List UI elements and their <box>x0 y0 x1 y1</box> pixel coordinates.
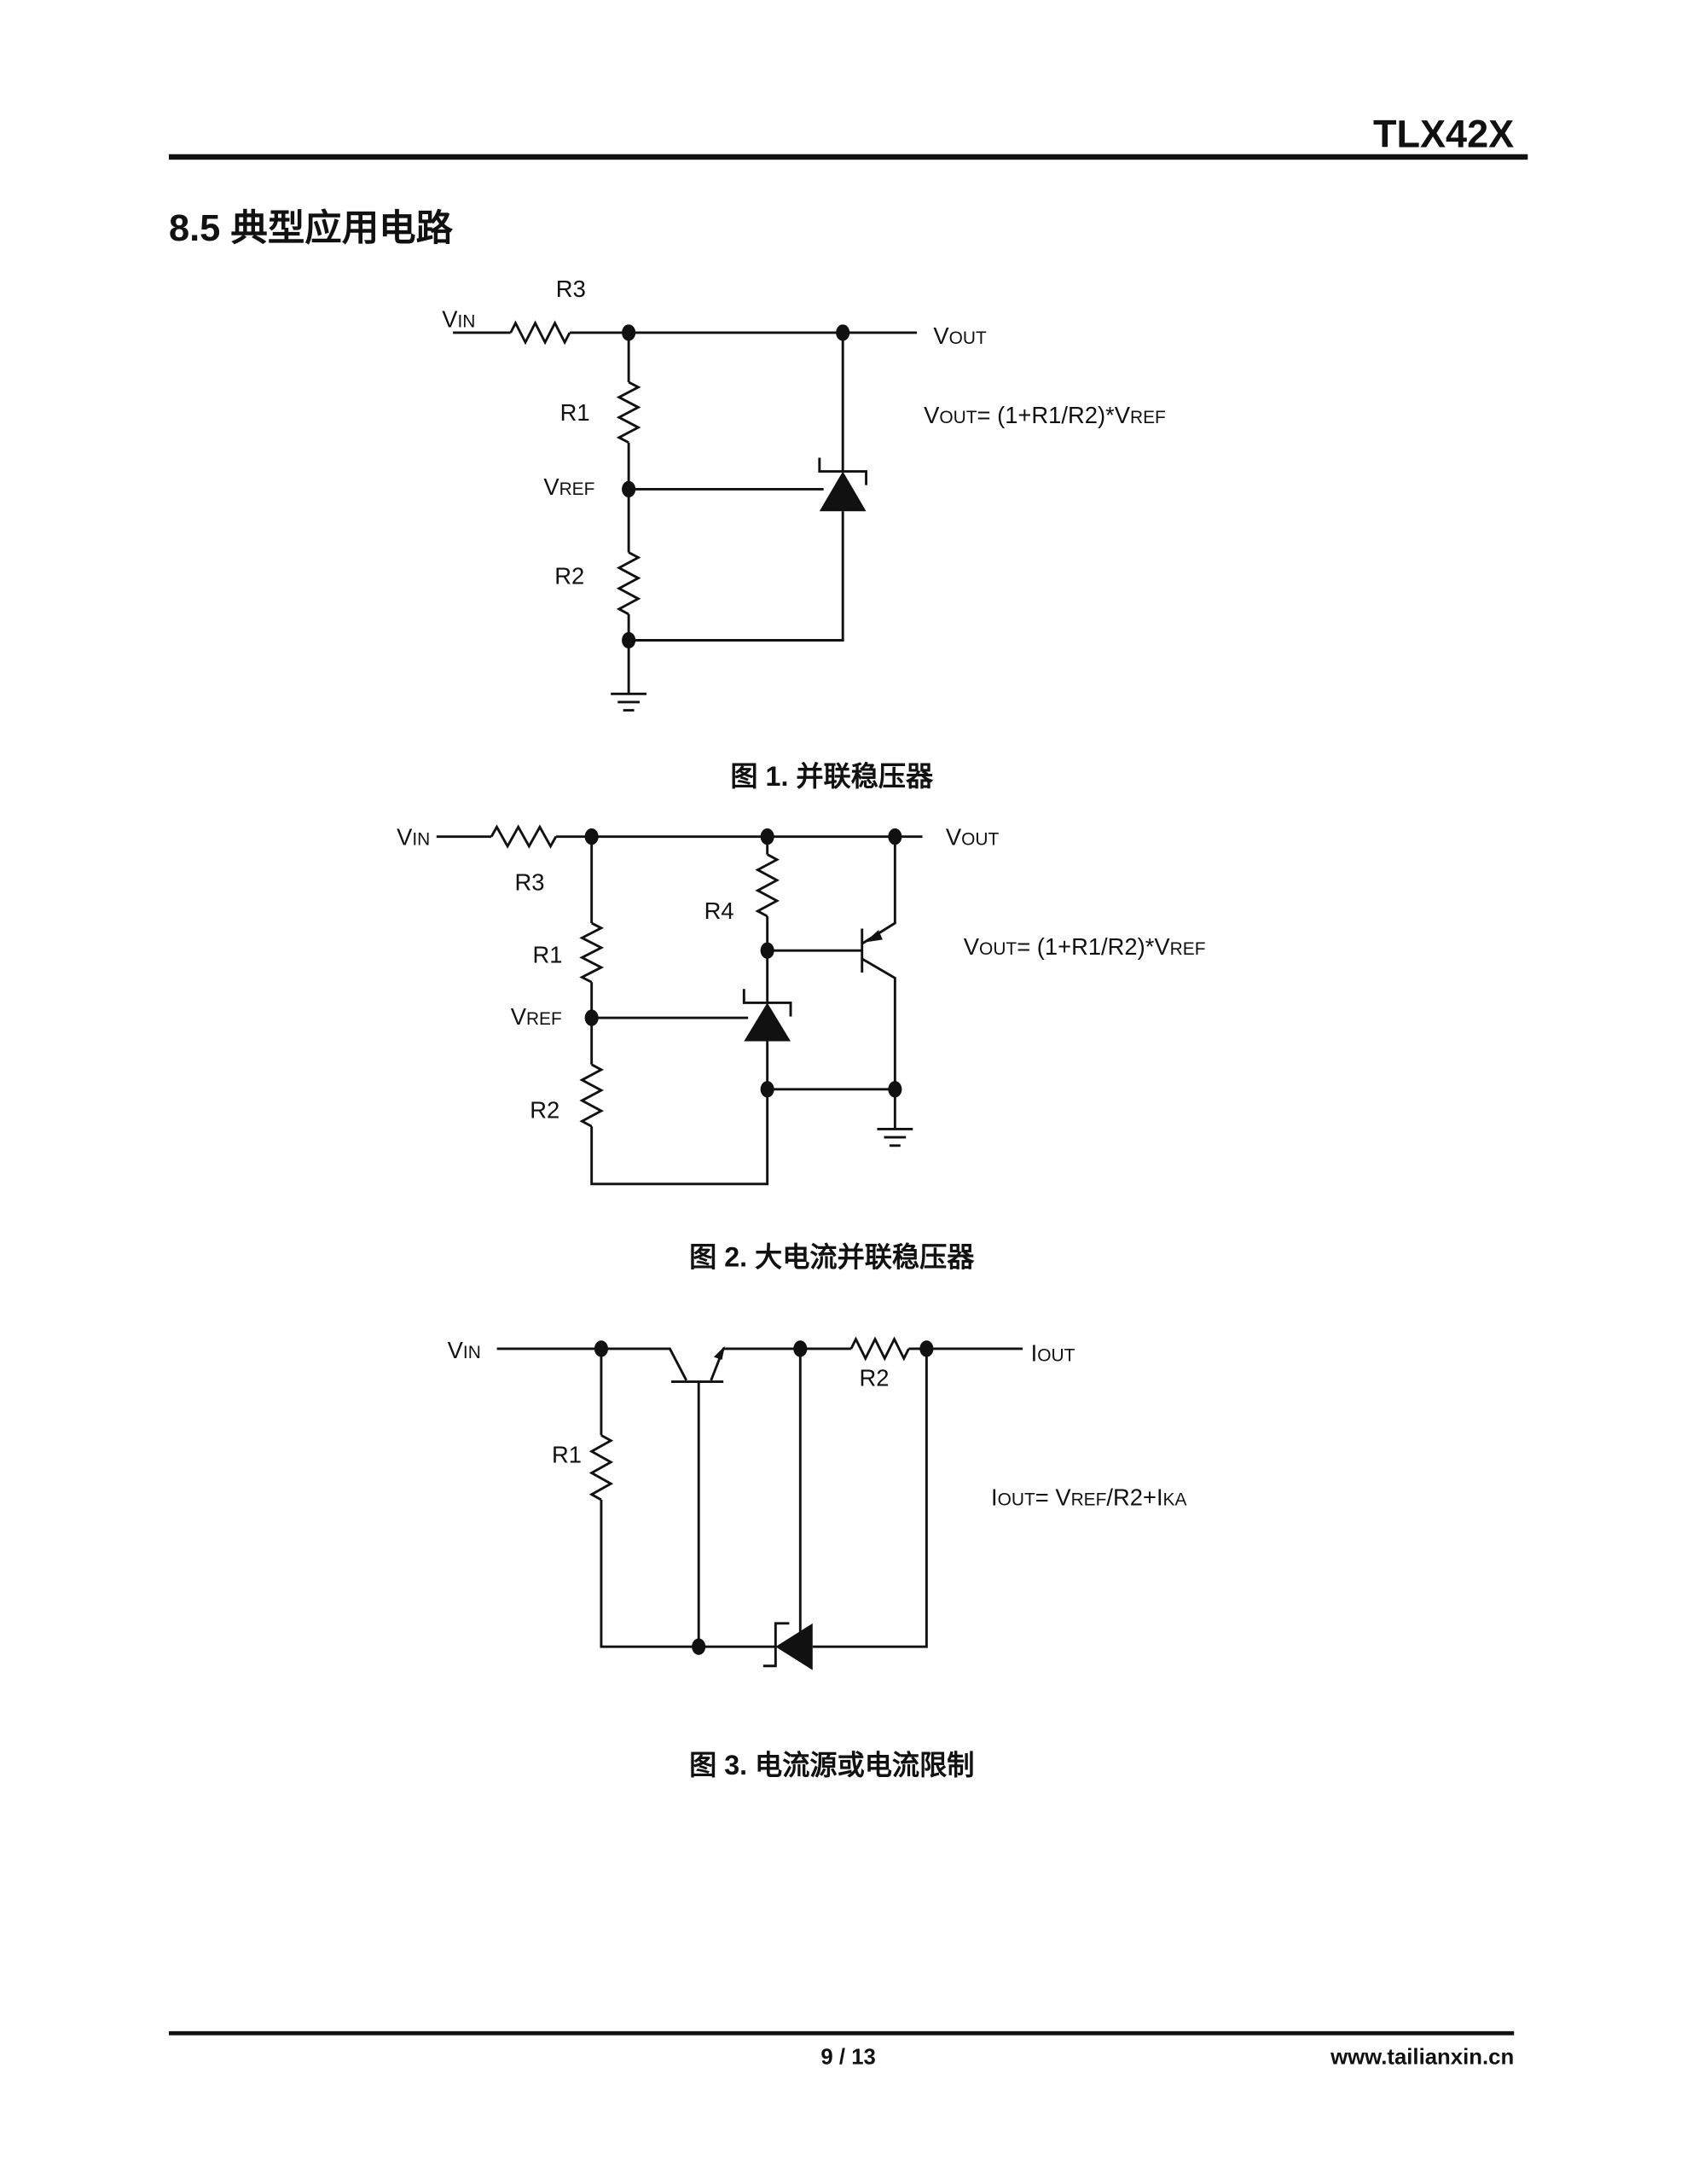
vout-formula: VOUT= (1+R1/R2)*VREF <box>924 402 1166 428</box>
junction-dot <box>692 1638 706 1655</box>
junction-dot <box>584 828 599 845</box>
vref-label: VREF <box>543 473 594 500</box>
emitter-arrow <box>713 1345 725 1360</box>
junction-dot <box>622 480 636 498</box>
junction-dot <box>760 1081 774 1098</box>
cathode-bar <box>742 989 792 1017</box>
junction-dot <box>888 1081 902 1098</box>
website-link[interactable]: www.tailianxin.cn <box>1330 2045 1514 2069</box>
resistor-icon <box>849 1336 910 1362</box>
junction-dot <box>888 828 902 845</box>
figure-3-caption: 图 3. 电流源或电流限制 <box>689 1750 974 1780</box>
figure-2-caption: 图 2. 大电流并联稳压器 <box>689 1241 975 1272</box>
figure-3-current-source: VIN IOUT R2 R1 IOUT= VREF/R2+IKA 图 3. 电流… <box>448 1336 1187 1780</box>
r1-label: R1 <box>560 399 590 426</box>
ground-icon <box>611 692 647 712</box>
cathode-bar <box>818 457 868 485</box>
junction-dot <box>622 631 636 649</box>
figure-1-caption: 图 1. 并联稳压器 <box>730 761 934 792</box>
wire <box>496 1347 688 1381</box>
r2-label: R2 <box>554 563 584 590</box>
wire <box>710 1347 851 1381</box>
figure-1-shunt-regulator: VIN R3 VOUT R1 VREF R2 VOUT= (1+R1/R2)*V… <box>442 276 1166 792</box>
wire <box>812 1348 928 1648</box>
resistor-icon <box>509 320 571 346</box>
shunt-reference-icon <box>775 1623 813 1670</box>
junction-dot <box>760 942 774 959</box>
wire <box>861 957 896 1130</box>
r2-label: R2 <box>530 1097 559 1124</box>
shunt-reference-icon <box>744 1002 791 1042</box>
r3-label: R3 <box>556 276 586 302</box>
r3-label: R3 <box>515 868 545 895</box>
vout-label: VOUT <box>933 322 987 349</box>
iout-formula: IOUT= VREF/R2+IKA <box>991 1484 1186 1510</box>
junction-dot <box>622 324 636 341</box>
emitter-arrow <box>864 930 883 943</box>
r2-label: R2 <box>860 1364 890 1391</box>
junction-dot <box>760 828 774 845</box>
vin-label: VIN <box>397 823 430 850</box>
iout-label: IOUT <box>1031 1339 1075 1366</box>
figure-2-high-current-shunt-regulator: VIN R3 VOUT R4 R1 VREF R2 VOUT= (1+R1/R2… <box>397 823 1205 1272</box>
wire <box>861 836 896 945</box>
junction-dot <box>919 1340 934 1357</box>
junction-dot <box>793 1340 808 1357</box>
shunt-reference-icon <box>819 471 867 512</box>
resistor-icon <box>579 921 605 984</box>
wire <box>629 511 844 642</box>
footer-rule <box>168 2030 1515 2036</box>
wire <box>600 1500 776 1648</box>
resistor-icon <box>755 853 780 918</box>
r4-label: R4 <box>704 897 734 924</box>
junction-dot <box>836 324 850 341</box>
ground-icon <box>877 1128 913 1147</box>
vin-label: VIN <box>448 1337 481 1363</box>
junction-dot <box>594 1340 608 1357</box>
vout-formula: VOUT= (1+R1/R2)*VREF <box>964 933 1206 960</box>
document-id: TLX42X <box>1373 113 1514 156</box>
resistor-icon <box>616 380 641 444</box>
resistor-icon <box>490 824 558 849</box>
page-number: 9 / 13 <box>820 2045 875 2069</box>
resistor-icon <box>579 1063 605 1128</box>
vin-label: VIN <box>442 306 475 333</box>
junction-dot <box>584 1009 599 1026</box>
vref-label: VREF <box>511 1003 562 1030</box>
r1-label: R1 <box>532 942 562 968</box>
resistor-icon <box>616 551 641 616</box>
wire <box>590 1041 769 1186</box>
resistor-icon <box>588 1434 614 1502</box>
cathode-bar <box>762 1622 790 1668</box>
section-title: 8.5 典型应用电路 <box>169 208 454 249</box>
vout-label: VOUT <box>946 823 1000 850</box>
r1-label: R1 <box>552 1442 582 1468</box>
header-rule <box>168 154 1528 160</box>
